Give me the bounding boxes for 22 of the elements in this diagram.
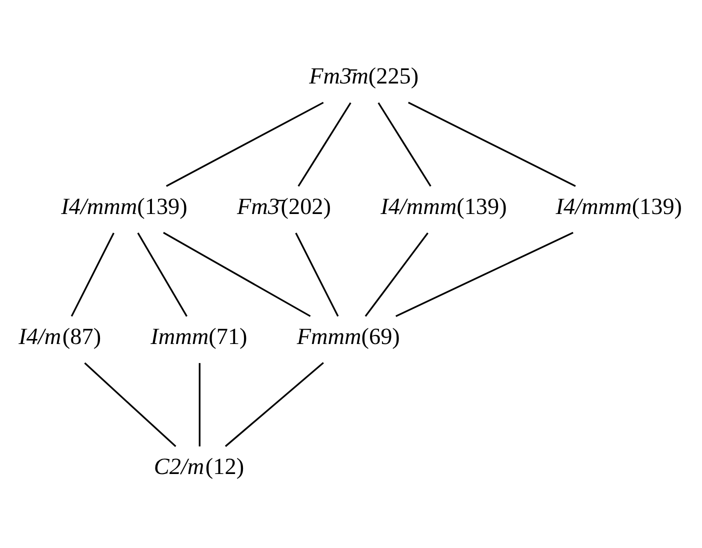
node-text: Fm3̄(202) xyxy=(236,193,331,220)
connector xyxy=(378,102,432,186)
connector xyxy=(408,101,576,186)
connector xyxy=(198,362,200,446)
node-text: I4/m(87) xyxy=(18,323,102,350)
node-text: I4/mmm(139) xyxy=(380,193,507,220)
connector xyxy=(298,102,352,186)
connector xyxy=(364,232,428,316)
node-text: I4/mmm(139) xyxy=(556,193,682,220)
connector xyxy=(224,362,324,446)
node-text: Fm3̄m(225) xyxy=(309,63,419,90)
connector xyxy=(84,362,176,447)
connector xyxy=(295,232,339,316)
node-text: I4/mmm(139) xyxy=(61,193,188,220)
connector xyxy=(137,232,188,316)
node-text: C2/m(12) xyxy=(154,454,244,480)
node-text: Fmmm(69) xyxy=(296,323,400,350)
connector xyxy=(70,232,114,316)
connector xyxy=(163,231,311,316)
connector xyxy=(166,101,324,186)
connector xyxy=(396,231,574,316)
node-text: Immm(71) xyxy=(150,323,248,350)
